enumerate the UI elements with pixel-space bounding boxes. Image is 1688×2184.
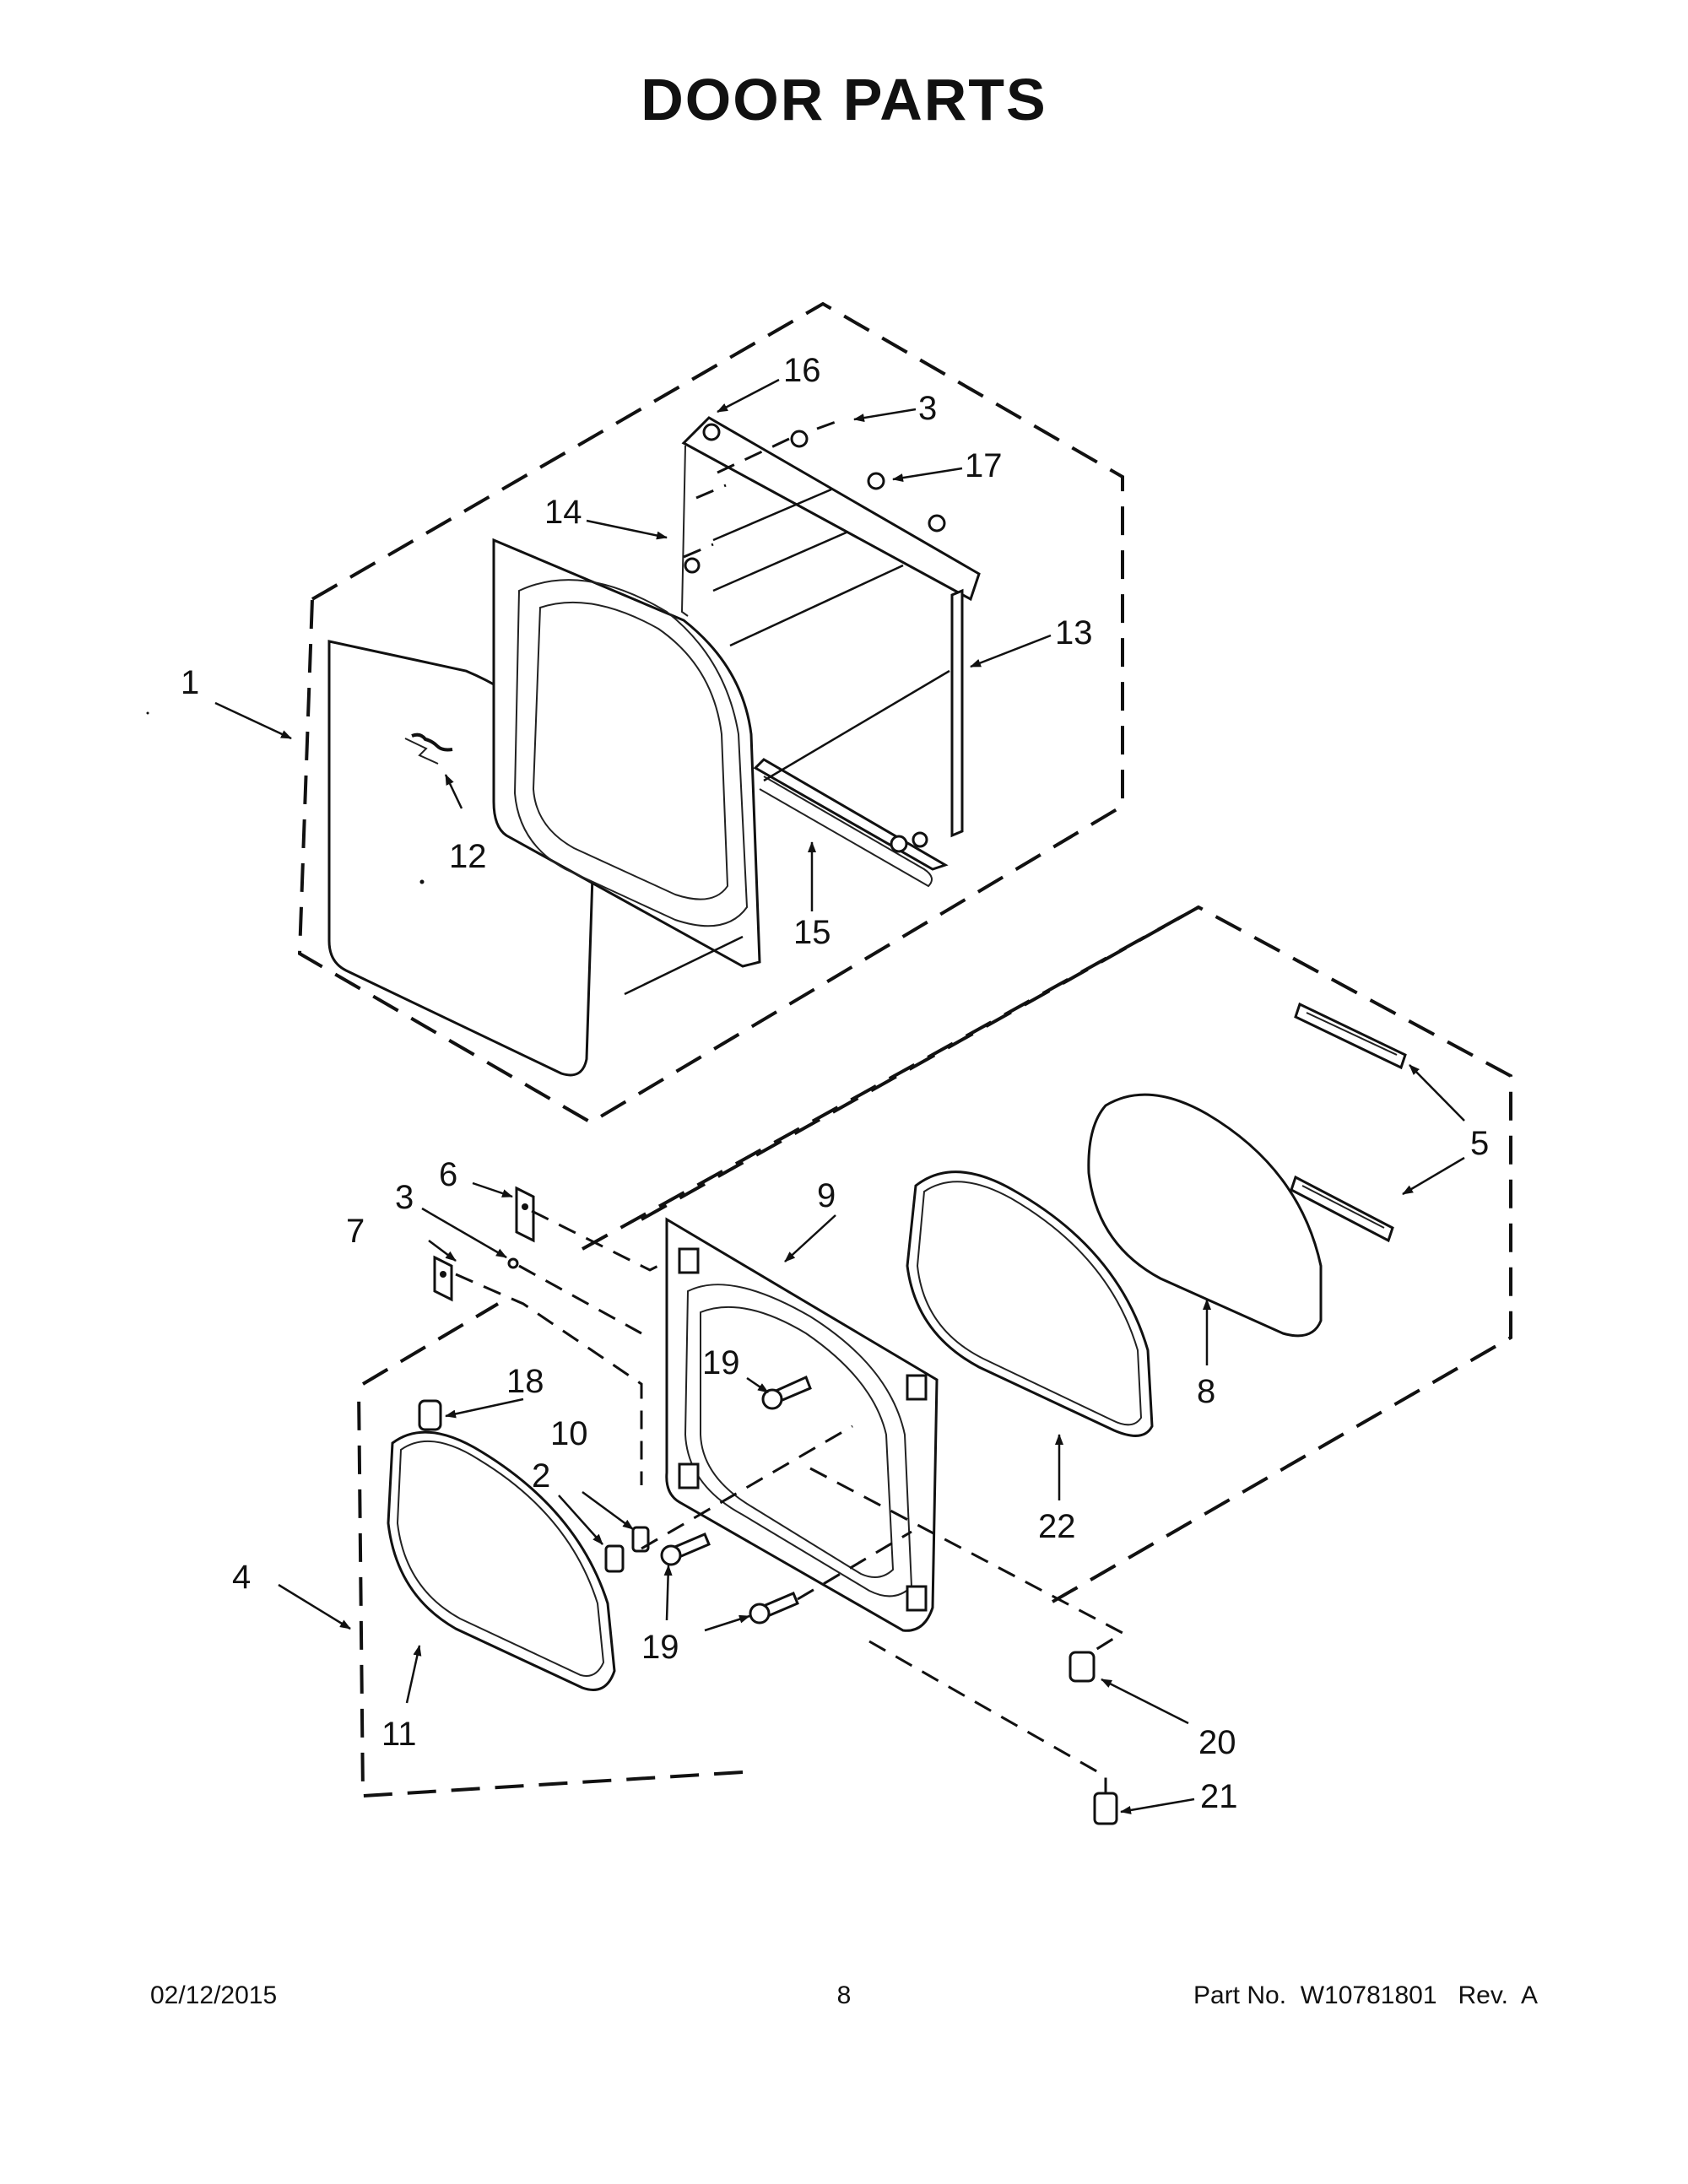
leader-arrows xyxy=(214,378,1465,1814)
footer-part-number: Part No. W10781801 Rev. A xyxy=(1193,1981,1538,2009)
callout-16: 16 xyxy=(783,352,821,389)
callout-18: 18 xyxy=(506,1363,544,1400)
part-16-door-frame-top xyxy=(680,416,981,617)
part-3-screw-upper xyxy=(816,420,836,430)
callout-5: 5 xyxy=(1470,1125,1489,1162)
page-title: DOOR PARTS xyxy=(641,67,1047,132)
part-19-door-screw-upper xyxy=(761,1375,812,1410)
callout-6: 6 xyxy=(439,1156,457,1193)
callout-21: 21 xyxy=(1200,1778,1238,1815)
frame-hinge-screws xyxy=(684,423,946,853)
callout-7: 7 xyxy=(346,1213,365,1250)
part-19-door-screw-lower-1 xyxy=(660,1533,711,1566)
callout-19-lower: 19 xyxy=(641,1629,679,1666)
callout-22: 22 xyxy=(1038,1508,1076,1545)
part-5-glass-retainer-upper xyxy=(1294,1002,1407,1070)
part-7-hinge-bracket xyxy=(433,1255,453,1302)
part-8-door-glass xyxy=(1087,1093,1323,1338)
part-14-inner-door-panel xyxy=(492,538,761,996)
part-19-door-screw-lower-2 xyxy=(749,1592,799,1624)
part-6-hinge-bracket xyxy=(515,1186,535,1243)
part-13-door-frame-side xyxy=(950,588,964,838)
part-5-glass-retainer-lower xyxy=(1290,1175,1394,1243)
inner-door-assembly-outline xyxy=(357,905,1512,1798)
part-15-door-frame-bottom xyxy=(753,758,949,888)
part-2-strike-plate xyxy=(604,1544,625,1573)
part-22-window-gasket xyxy=(906,1170,1154,1437)
callout-labels: 1 12 14 16 3 17 13 15 5 6 3 7 9 8 22 18 … xyxy=(181,352,1489,1815)
part-3-screw-lower xyxy=(507,1257,519,1269)
callout-13: 13 xyxy=(1055,614,1093,651)
callout-2: 2 xyxy=(532,1457,550,1495)
outer-door-assembly-outline xyxy=(297,301,1124,1125)
callout-3-lower: 3 xyxy=(395,1179,414,1216)
callout-8: 8 xyxy=(1197,1373,1215,1410)
lower-assembly-guide-lines xyxy=(455,1209,1126,1793)
callout-10: 10 xyxy=(550,1415,588,1452)
callout-4: 4 xyxy=(232,1559,251,1596)
callout-12: 12 xyxy=(449,838,487,875)
callout-19-upper: 19 xyxy=(702,1344,740,1381)
part-20-lower-hinge-cover xyxy=(1069,1651,1096,1683)
part-18-hinge-cover xyxy=(418,1399,442,1431)
part-12-logo-badge xyxy=(411,733,453,752)
callout-9: 9 xyxy=(817,1177,836,1214)
part-9-inner-door-frame xyxy=(665,1217,939,1632)
callout-3-upper: 3 xyxy=(918,390,937,427)
callout-11: 11 xyxy=(381,1716,417,1753)
callout-20: 20 xyxy=(1198,1724,1236,1761)
footer-date: 02/12/2015 xyxy=(150,1981,278,2009)
part-10-door-catch xyxy=(631,1526,650,1553)
footer-page-number: 8 xyxy=(836,1981,852,2009)
part-11-inner-window-seal xyxy=(387,1430,616,1691)
callout-15: 15 xyxy=(793,914,831,951)
callout-17: 17 xyxy=(965,447,1003,484)
callout-14: 14 xyxy=(544,494,582,531)
callout-1: 1 xyxy=(181,664,199,701)
frame-assembly-guide-lines xyxy=(683,437,950,782)
part-21-lower-hinge xyxy=(1093,1792,1118,1825)
